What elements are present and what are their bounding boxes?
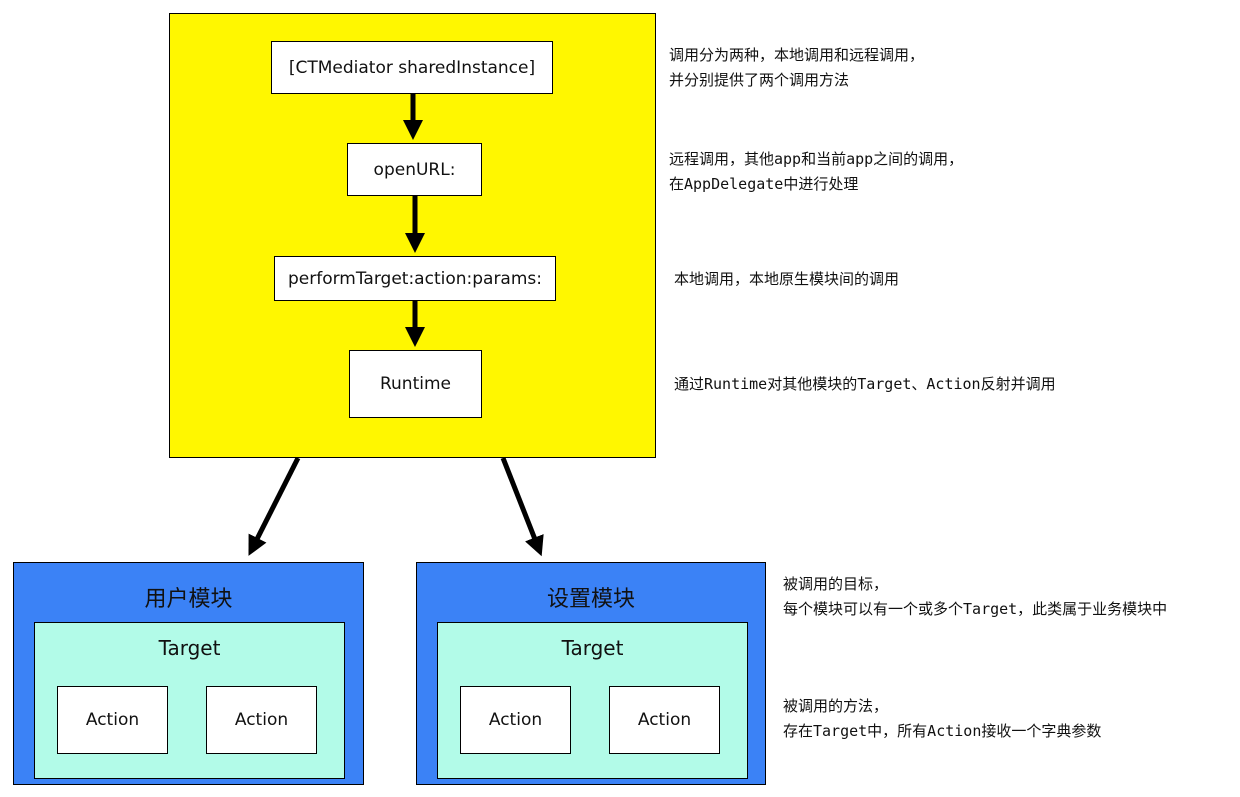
note-line: 远程调用，其他app和当前app之间的调用， xyxy=(669,150,964,168)
target-title: Target xyxy=(158,636,221,660)
user-module-title: 用户模块 xyxy=(144,587,233,612)
note-line: 每个模块可以有一个或多个Target，此类属于业务模块中 xyxy=(783,600,1168,618)
note-line: 本地调用，本地原生模块间的调用 xyxy=(674,270,900,288)
arrow-to-settings-module xyxy=(500,457,544,557)
shared-instance-box: [CTMediator sharedInstance] xyxy=(271,41,553,94)
action-box: Action xyxy=(206,686,317,754)
open-url-box: openURL: xyxy=(347,143,482,196)
arrow-to-user-module xyxy=(248,456,301,556)
action-box: Action xyxy=(460,686,571,754)
note-line: 在AppDelegate中进行处理 xyxy=(669,175,859,193)
action-box: Action xyxy=(57,686,168,754)
note-line: 并分别提供了两个调用方法 xyxy=(669,71,850,89)
note-line: 被调用的方法， xyxy=(783,697,889,715)
note-line: 存在Target中，所有Action接收一个字典参数 xyxy=(783,722,1102,740)
note-local: 本地调用，本地原生模块间的调用 xyxy=(674,267,899,292)
note-line: 被调用的目标， xyxy=(783,575,889,593)
user-module: 用户模块 Target Action Action xyxy=(13,562,364,785)
note-runtime: 通过Runtime对其他模块的Target、Action反射并调用 xyxy=(674,372,1056,397)
perform-target-box: performTarget:action:params: xyxy=(274,256,556,301)
note-line: 通过Runtime对其他模块的Target、Action反射并调用 xyxy=(674,375,1056,393)
user-module-target: Target Action Action xyxy=(34,622,345,779)
runtime-box: Runtime xyxy=(349,350,482,418)
settings-module: 设置模块 Target Action Action xyxy=(416,562,766,785)
target-title: Target xyxy=(561,636,624,660)
note-target: 被调用的目标， 每个模块可以有一个或多个Target，此类属于业务模块中 xyxy=(783,572,1167,622)
note-action: 被调用的方法， 存在Target中，所有Action接收一个字典参数 xyxy=(783,694,1101,744)
action-box: Action xyxy=(609,686,720,754)
settings-module-title: 设置模块 xyxy=(546,587,635,612)
settings-module-target: Target Action Action xyxy=(437,622,748,779)
note-remote: 远程调用，其他app和当前app之间的调用， 在AppDelegate中进行处理 xyxy=(669,147,963,197)
note-line: 调用分为两种，本地调用和远程调用， xyxy=(669,46,925,64)
note-call-types: 调用分为两种，本地调用和远程调用， 并分别提供了两个调用方法 xyxy=(669,43,924,93)
